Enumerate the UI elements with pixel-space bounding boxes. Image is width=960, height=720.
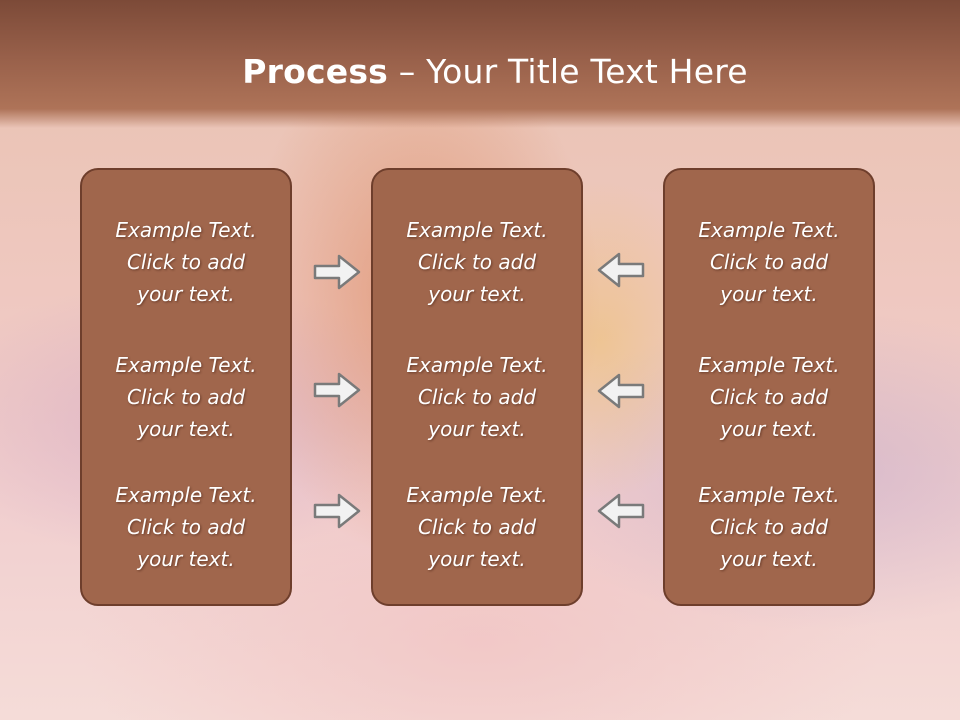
text-line: your text. (137, 282, 235, 306)
text-line: Example Text. (698, 218, 840, 242)
text-line: Example Text. (406, 353, 548, 377)
text-line: Click to add (126, 385, 246, 409)
title-rest: – Your Title Text Here (388, 52, 748, 91)
text-line: Click to add (709, 385, 829, 409)
text-line: Example Text. (406, 483, 548, 507)
text-box[interactable]: Example Text. Click to add your text. (82, 479, 290, 575)
text-line: Example Text. (115, 483, 257, 507)
arrow-right-icon (313, 372, 361, 408)
text-line: your text. (428, 417, 526, 441)
text-box[interactable]: Example Text. Click to add your text. (665, 479, 873, 575)
arrow-right-icon (313, 254, 361, 290)
text-line: Example Text. (698, 353, 840, 377)
text-line: Click to add (417, 385, 537, 409)
text-line: Click to add (417, 515, 537, 539)
slide-title[interactable]: Process – Your Title Text Here (0, 52, 960, 91)
text-line: your text. (720, 417, 818, 441)
text-box[interactable]: Example Text. Click to add your text. (373, 349, 581, 445)
text-line: Example Text. (115, 218, 257, 242)
title-bold: Process (242, 52, 389, 91)
arrow-right-icon (313, 493, 361, 529)
text-line: Example Text. (115, 353, 257, 377)
text-box[interactable]: Example Text. Click to add your text. (82, 349, 290, 445)
left-panel: Example Text. Click to add your text. Ex… (80, 168, 292, 606)
text-line: your text. (428, 547, 526, 571)
arrow-left-icon (597, 373, 645, 409)
text-line: Click to add (417, 250, 537, 274)
text-line: your text. (137, 417, 235, 441)
arrow-left-icon (597, 252, 645, 288)
text-line: Click to add (709, 515, 829, 539)
text-line: Click to add (709, 250, 829, 274)
text-line: your text. (137, 547, 235, 571)
text-box[interactable]: Example Text. Click to add your text. (373, 214, 581, 310)
text-line: Click to add (126, 250, 246, 274)
text-line: Example Text. (406, 218, 548, 242)
text-box[interactable]: Example Text. Click to add your text. (82, 214, 290, 310)
text-box[interactable]: Example Text. Click to add your text. (373, 479, 581, 575)
text-line: your text. (720, 547, 818, 571)
text-line: Example Text. (698, 483, 840, 507)
text-line: your text. (428, 282, 526, 306)
center-panel: Example Text. Click to add your text. Ex… (371, 168, 583, 606)
text-box[interactable]: Example Text. Click to add your text. (665, 214, 873, 310)
text-line: Click to add (126, 515, 246, 539)
header-bar (0, 0, 960, 128)
arrow-left-icon (597, 493, 645, 529)
text-box[interactable]: Example Text. Click to add your text. (665, 349, 873, 445)
text-line: your text. (720, 282, 818, 306)
right-panel: Example Text. Click to add your text. Ex… (663, 168, 875, 606)
